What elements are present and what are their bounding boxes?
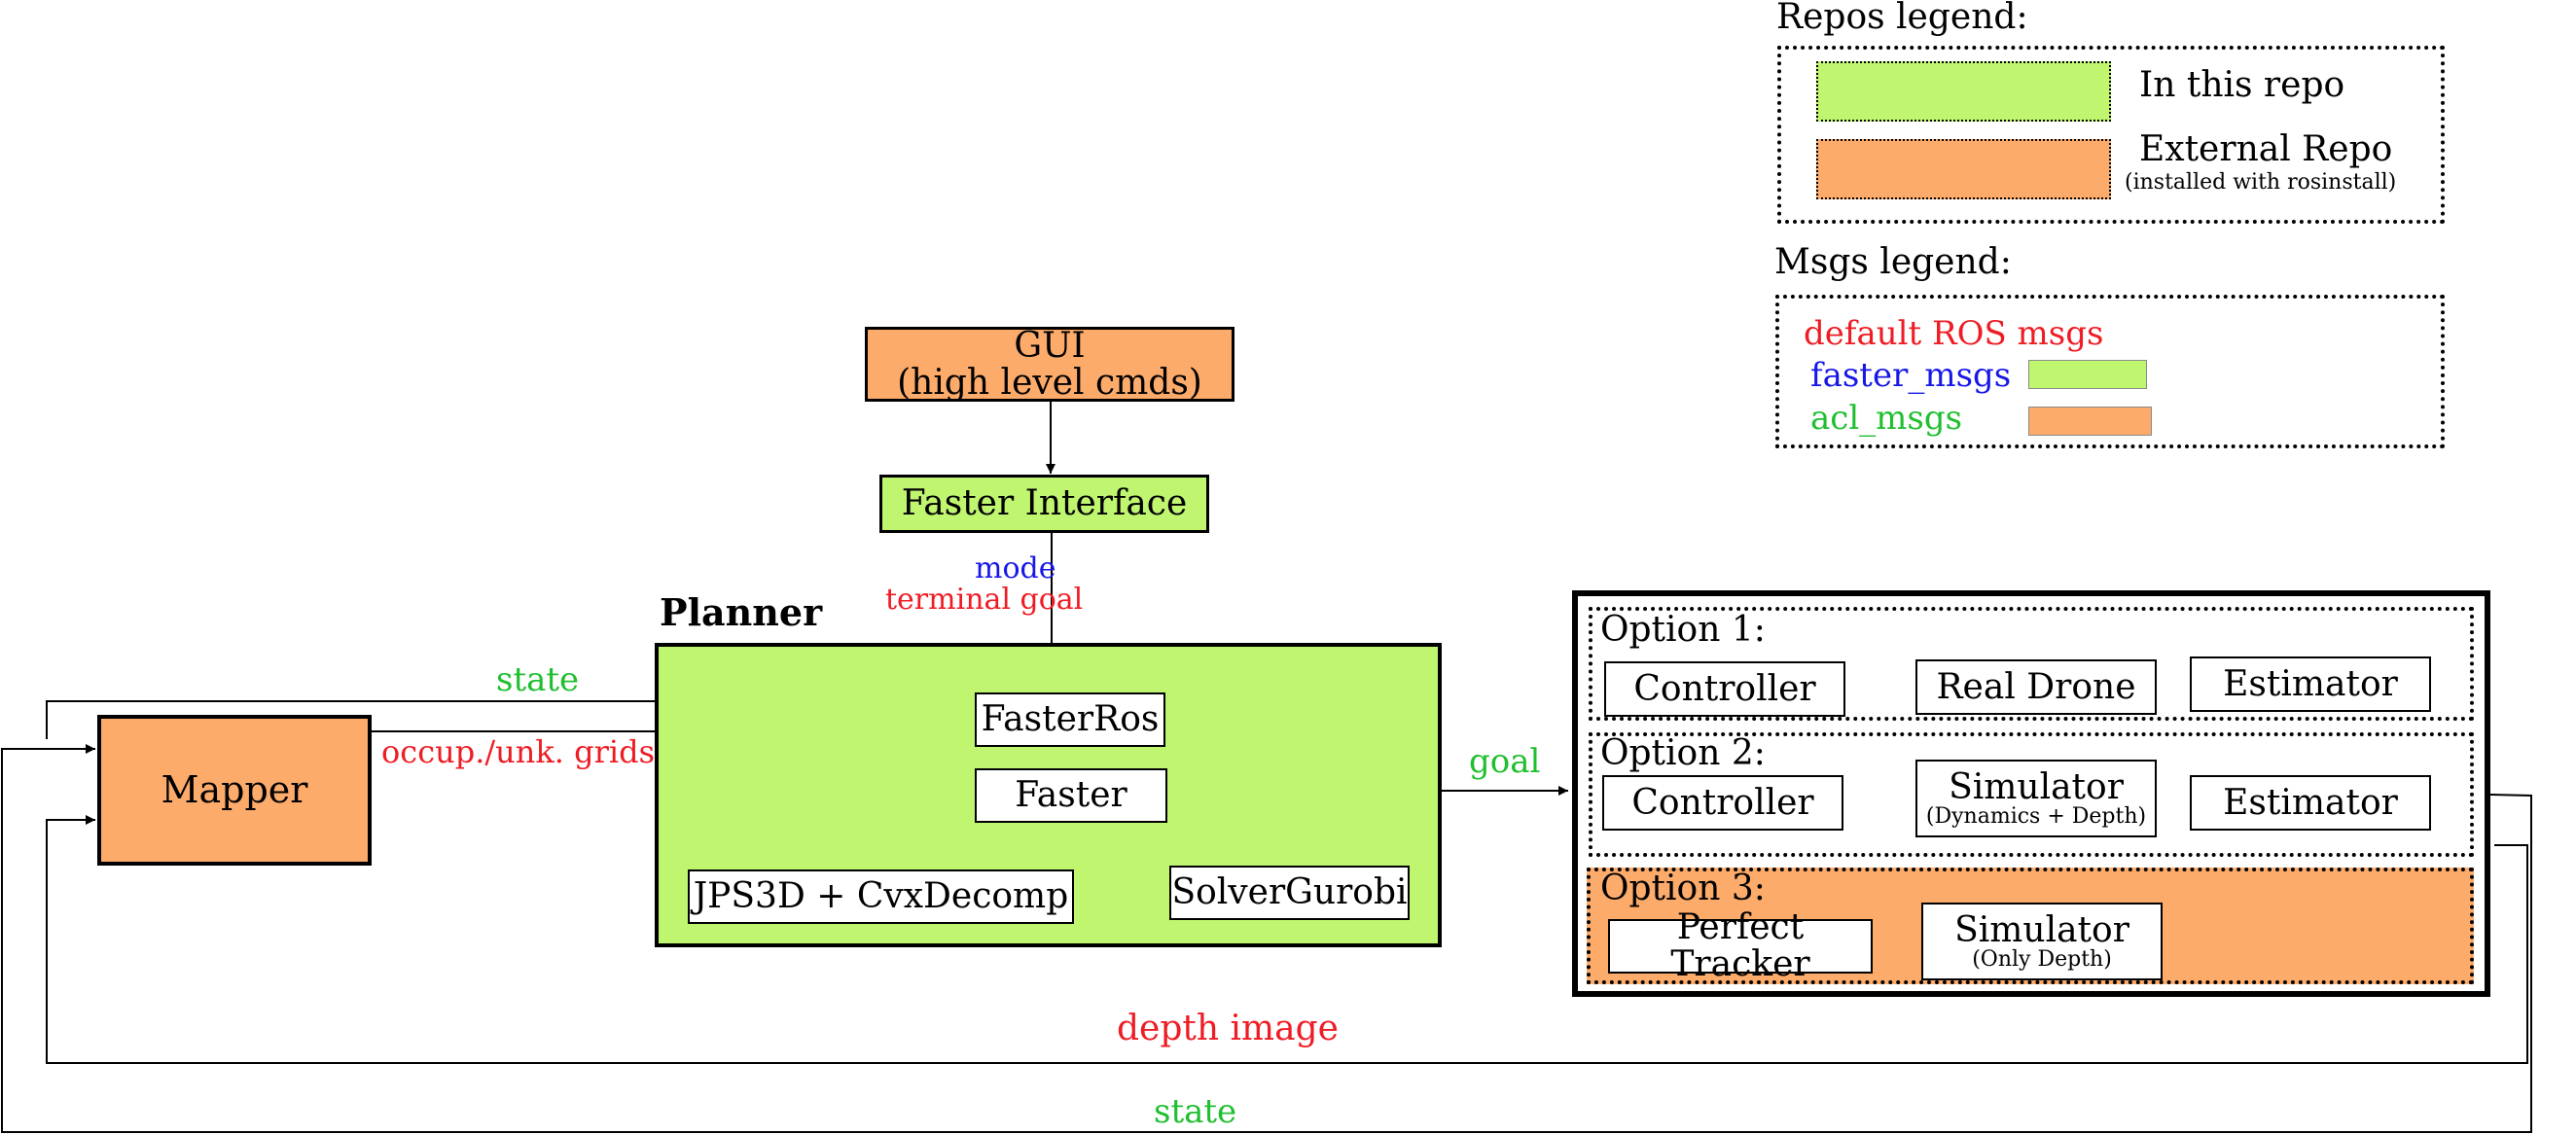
option-3-frame: Option 3: Perfect Tracker Simulator (Onl… (1587, 868, 2474, 984)
goal-label: goal (1469, 742, 1541, 781)
option-2-frame: Option 2: Controller Simulator (Dynamics… (1589, 732, 2474, 857)
msgs-faster: faster_msgs (1810, 356, 2012, 395)
real-drone-box: Real Drone (1915, 659, 2157, 715)
depth-image-label: depth image (1117, 1009, 1339, 1048)
legend-swatch-external (1816, 139, 2111, 199)
legend-swatch-in-repo (1816, 61, 2111, 122)
state-bottom-label: state (1154, 1092, 1237, 1131)
options-box: Option 1: Controller Real Drone Estimato… (1572, 590, 2490, 997)
simulator-depth-box: Simulator (Only Depth) (1921, 903, 2163, 980)
option-2-estimator-box: Estimator (2190, 775, 2431, 831)
msgs-acl-swatch (2028, 407, 2152, 436)
repos-legend-frame: In this repo External Repo (installed wi… (1777, 46, 2445, 224)
arrow-state-bottom (1, 744, 2532, 1133)
repos-legend-title: Repos legend: (1776, 0, 2028, 37)
legend-label-in-repo: In this repo (2139, 65, 2345, 105)
msgs-acl: acl_msgs (1810, 399, 1963, 438)
simulator-dynamics-label: Simulator (1949, 766, 2124, 807)
state-top-label: state (496, 660, 580, 699)
gui-title: GUI (1014, 325, 1086, 366)
option-2-title: Option 2: (1600, 733, 1766, 773)
option-1-controller-label: Controller (1633, 668, 1816, 709)
fasterros-box: FasterRos (975, 692, 1165, 747)
option-1-controller-box: Controller (1604, 661, 1845, 717)
option-1-frame: Option 1: Controller Real Drone Estimato… (1589, 607, 2474, 721)
option-2-estimator-label: Estimator (2223, 782, 2398, 823)
mode-label: mode (975, 551, 1056, 585)
msgs-faster-swatch (2028, 360, 2147, 389)
option-1-title: Option 1: (1600, 610, 1766, 650)
arrow-depth-image (46, 815, 2528, 1064)
perfect-tracker-label: Perfect Tracker (1670, 907, 1810, 984)
option-1-estimator-box: Estimator (2190, 656, 2431, 712)
gui-box: GUI (high level cmds) (865, 327, 1234, 402)
legend-label-external: External Repo (2139, 129, 2393, 169)
msgs-legend-frame: default ROS msgs faster_msgs acl_msgs (1775, 295, 2445, 448)
mapper-label: Mapper (161, 767, 308, 811)
perfect-tracker-box: Perfect Tracker (1608, 909, 1873, 982)
jps-cvxdecomp-label: JPS3D + CvxDecomp (693, 876, 1069, 917)
msgs-default-ros: default ROS msgs (1804, 314, 2104, 353)
faster-label: Faster (1015, 775, 1127, 816)
faster-interface-box: Faster Interface (879, 475, 1209, 533)
option-1-estimator-label: Estimator (2223, 663, 2398, 704)
real-drone-label: Real Drone (1936, 666, 2136, 707)
simulator-dynamics-box: Simulator (Dynamics + Depth) (1915, 760, 2157, 837)
faster-interface-label: Faster Interface (901, 483, 1188, 524)
solvergurobi-box: SolverGurobi (1169, 866, 1410, 920)
terminal-goal-label: terminal goal (885, 583, 1084, 617)
fasterros-label: FasterRos (981, 699, 1160, 740)
simulator-dynamics-note: (Dynamics + Depth) (1925, 804, 2147, 830)
planner-title: Planner (660, 590, 823, 634)
option-2-controller-label: Controller (1631, 782, 1814, 823)
solvergurobi-label: SolverGurobi (1171, 872, 1408, 913)
jps-cvxdecomp-box: JPS3D + CvxDecomp (688, 869, 1074, 924)
option-2-controller-box: Controller (1602, 775, 1843, 831)
gui-subtitle: (high level cmds) (897, 362, 1202, 403)
grids-label: occup./unk. grids (381, 733, 656, 770)
legend-label-external-note: (installed with rosinstall) (2125, 170, 2397, 195)
msgs-legend-title: Msgs legend: (1774, 242, 2012, 282)
simulator-depth-note: (Only Depth) (1972, 947, 2112, 973)
option-3-title: Option 3: (1600, 869, 1766, 908)
simulator-depth-label: Simulator (1954, 909, 2129, 950)
faster-box: Faster (975, 768, 1167, 823)
mapper-box: Mapper (97, 715, 372, 866)
